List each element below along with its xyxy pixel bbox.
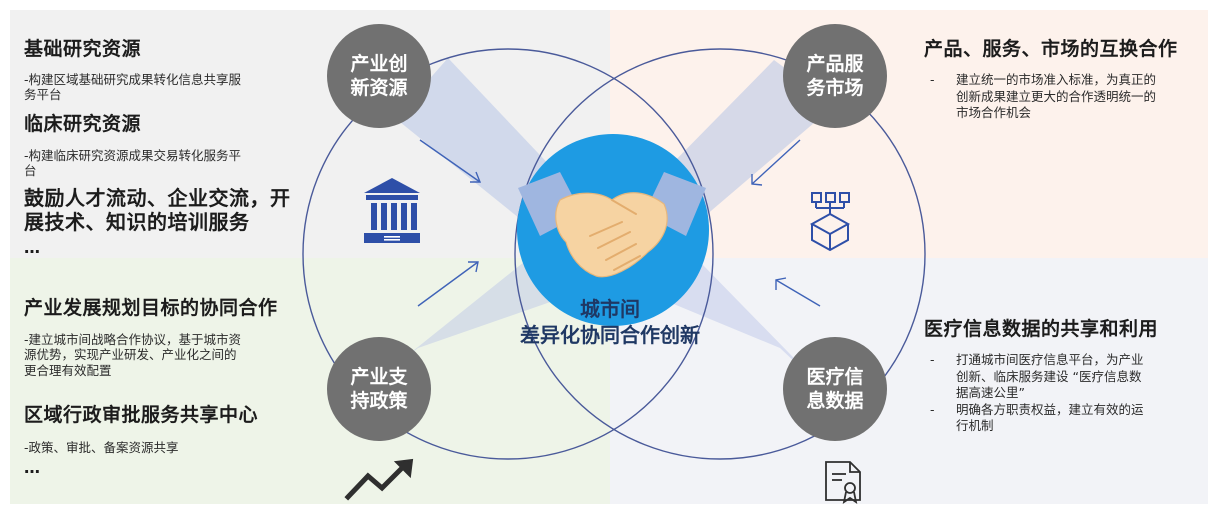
bullet-item: - 明确各方职责权益，建立有效的运 行机制 (930, 401, 1144, 434)
arrow-bottom-right (775, 277, 821, 307)
quadrant-policy-support (10, 258, 610, 504)
certificate-document-icon (825, 461, 861, 504)
trend-up-icon (344, 458, 414, 501)
top-left-ellipsis: … (24, 238, 40, 257)
center-title-line2: 差异化协同合作创新 (520, 322, 700, 347)
industry-planning-heading: 产业发展规划目标的协同合作 (24, 297, 278, 319)
bullet-item: - 建立统一的市场准入标准，为真正的 创新成果建立更大的合作透明统一的 市场合作… (930, 72, 1157, 120)
handshake-icon (518, 172, 706, 278)
beam-bottom-left (358, 262, 556, 395)
product-market-bullets: - 建立统一的市场准入标准，为真正的 创新成果建立更大的合作透明统一的 市场合作… (930, 72, 1200, 122)
clinical-research-desc: -构建临床研究资源成果交易转化服务平 台 (24, 148, 242, 179)
beam-bottom-right (664, 262, 830, 395)
basic-research-heading: 基础研究资源 (24, 38, 142, 60)
bullet-item: - 打通城市间医疗信息平台，为产业 创新、临床服务建设 “医疗信息数 据高速公里… (930, 352, 1144, 400)
left-ring (302, 48, 714, 460)
center-title: 城市间 差异化协同合作创新 (470, 297, 750, 348)
arrow-top-right (751, 139, 801, 186)
beam-top-left (395, 58, 556, 222)
basic-research-desc: -构建区域基础研究成果转化信息共享服 务平台 (24, 72, 242, 103)
institution-building-icon (364, 178, 420, 243)
network-box-icon (809, 192, 851, 252)
node-industry-support-policy: 产业支持政策 (327, 337, 431, 441)
admin-approval-desc: -政策、审批、备案资源共享 (24, 440, 179, 455)
admin-approval-heading: 区域行政审批服务共享中心 (24, 404, 259, 426)
node-product-service-market: 产品服务市场 (783, 24, 887, 128)
clinical-research-heading: 临床研究资源 (24, 113, 142, 135)
product-market-heading: 产品、服务、市场的互换合作 (924, 38, 1178, 60)
talent-exchange-heading: 鼓励人才流动、企业交流，开 展技术、知识的培训服务 (24, 186, 291, 235)
center-title-line1: 城市间 (580, 297, 640, 321)
node-medical-information-data: 医疗信息数据 (783, 337, 887, 441)
arrow-top-left (419, 139, 482, 183)
medical-data-heading: 医疗信息数据的共享和利用 (924, 318, 1159, 340)
arrow-bottom-left (417, 261, 479, 307)
quadrant-medical-data (610, 258, 1208, 504)
right-ring (514, 48, 926, 460)
bottom-left-ellipsis: … (24, 458, 40, 477)
node-industry-innovation-resources: 产业创新资源 (327, 24, 431, 128)
industry-planning-desc: -建立城市间战略合作协议，基于城市资 源优势，实现产业研发、产业化之间的 更合理… (24, 332, 242, 378)
medical-data-bullets: - 打通城市间医疗信息平台，为产业 创新、临床服务建设 “医疗信息数 据高速公里… (930, 352, 1206, 435)
